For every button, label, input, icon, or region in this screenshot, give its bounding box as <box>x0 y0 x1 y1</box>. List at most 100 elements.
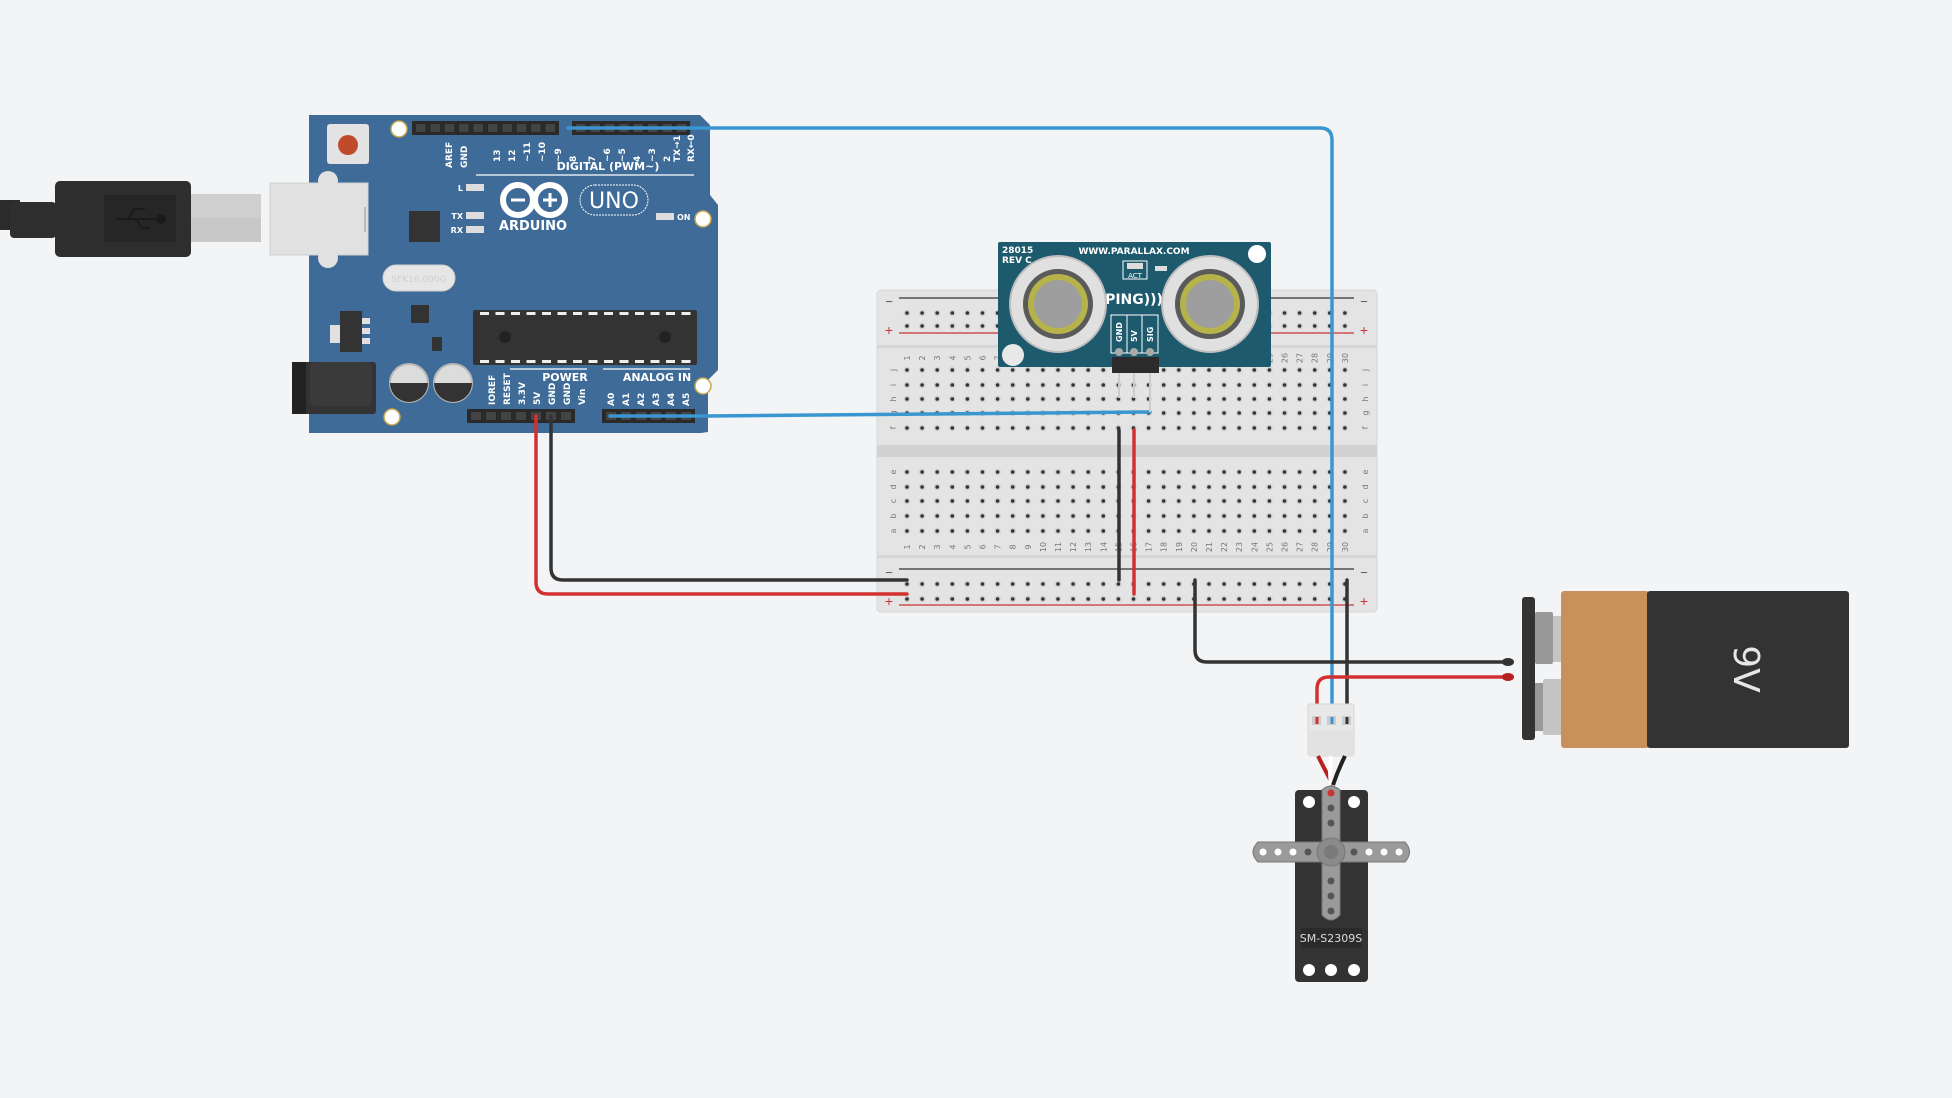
hole-dot <box>1222 383 1226 387</box>
column-number: 30 <box>1341 542 1350 552</box>
hole-dot <box>950 470 955 474</box>
usb-cable[interactable] <box>0 181 261 257</box>
hole-dot <box>965 499 970 503</box>
digital-header-left-socket[interactable] <box>473 124 483 132</box>
wire-a0-ping-sig[interactable] <box>608 410 1152 418</box>
power-pin-label: RESET <box>503 372 513 405</box>
wires[interactable] <box>534 126 1512 719</box>
hole-dot <box>1101 529 1106 533</box>
digital-header-left-socket[interactable] <box>430 124 440 132</box>
battery-9v[interactable]: 9V <box>1502 591 1849 748</box>
wire-battery-negative[interactable] <box>1193 578 1512 664</box>
hole-dot <box>1026 597 1030 601</box>
column-number: 5 <box>963 544 972 549</box>
power-header-socket[interactable] <box>561 412 571 420</box>
digital-header-left-socket[interactable] <box>444 124 455 132</box>
hole-dot <box>1312 529 1317 533</box>
hole-dot <box>1041 397 1045 401</box>
hole-dot <box>1282 485 1287 489</box>
hole-dot <box>935 499 939 503</box>
chip-pin <box>480 360 489 363</box>
column-number: 5 <box>963 355 972 360</box>
digital-pin-label: 7 <box>588 156 598 162</box>
hole-dot <box>1207 597 1211 601</box>
chip-pin <box>557 360 567 363</box>
battery-snap-connector[interactable] <box>1502 597 1563 740</box>
hole-dot <box>935 426 939 430</box>
hole-dot <box>1312 397 1317 401</box>
servo-horn[interactable] <box>1252 785 1410 921</box>
ping-pin-header[interactable] <box>1112 348 1159 412</box>
chip-pin <box>573 312 582 315</box>
chip-pin <box>604 312 613 315</box>
wire-5v-plus-rail[interactable] <box>534 414 909 596</box>
hole-dot <box>935 514 939 518</box>
column-number: 10 <box>1039 542 1048 552</box>
digital-header-left-socket[interactable] <box>516 124 527 132</box>
digital-header-left-socket[interactable] <box>545 124 555 132</box>
hole-dot <box>1222 597 1226 601</box>
hole-dot <box>980 368 985 372</box>
power-header[interactable] <box>467 409 575 423</box>
reset-button[interactable] <box>327 124 369 164</box>
chip-pin <box>542 360 551 363</box>
digital-header-left-socket[interactable] <box>488 124 498 132</box>
hole-dot <box>1222 368 1226 372</box>
servo-connector[interactable] <box>1307 703 1355 757</box>
act-led-frame <box>1122 260 1148 280</box>
hole-dot <box>905 368 909 372</box>
digital-pin-label: ~10 <box>538 142 548 162</box>
row-letter: i <box>889 384 898 386</box>
column-number: 8 <box>1009 544 1018 549</box>
hole-dot <box>920 383 924 387</box>
power-header-socket[interactable] <box>516 412 526 420</box>
chip-pin <box>588 312 598 315</box>
analog-in-label: ANALOG IN <box>623 371 691 384</box>
power-header-socket[interactable] <box>501 412 511 420</box>
hole-dot <box>1343 485 1347 489</box>
small-ic <box>411 305 429 323</box>
hole-dot <box>1071 470 1075 474</box>
hole-dot <box>1237 582 1241 586</box>
rail-plus-symbol: + <box>885 322 893 338</box>
hole-dot <box>1237 529 1241 533</box>
servo-motor[interactable]: SM-S2309S <box>1252 703 1410 982</box>
power-pin-label: 3.3V <box>518 382 528 405</box>
hole-dot <box>1192 383 1196 387</box>
breadboard[interactable]: − − + + − − + + 112233445566778899101011… <box>876 289 1378 613</box>
hole-dot <box>1056 397 1060 401</box>
hole-dot <box>1282 397 1287 401</box>
hole-dot <box>905 397 909 401</box>
dc-power-jack <box>292 362 376 414</box>
power-header-socket[interactable] <box>471 412 481 420</box>
hole-dot <box>995 514 1000 518</box>
digital-header-left-socket[interactable] <box>502 124 512 132</box>
power-header-socket[interactable] <box>486 412 496 420</box>
digital-pin-label: 2 <box>663 156 673 162</box>
power-pin-label: GND <box>548 383 558 405</box>
ping-ultrasonic-sensor[interactable]: 28015 REV C WWW.PARALLAX.COM ACT PING)))… <box>998 242 1271 412</box>
hole-dot <box>1237 383 1241 387</box>
column-number: 23 <box>1235 542 1244 552</box>
horn-hole <box>1327 804 1335 812</box>
digital-header-left-socket[interactable] <box>459 124 469 132</box>
digital-header-left-socket[interactable] <box>531 124 541 132</box>
hole-dot <box>1237 470 1241 474</box>
wire-battery-positive[interactable] <box>1315 675 1512 719</box>
column-number: 27 <box>1296 542 1305 552</box>
hole-dot <box>905 499 909 503</box>
hole-dot <box>995 368 1000 372</box>
hole-dot <box>1177 470 1181 474</box>
hole-dot <box>1297 597 1302 601</box>
hole-dot <box>1146 582 1151 586</box>
digital-header-left-socket[interactable] <box>416 124 426 132</box>
column-number: 3 <box>933 544 942 549</box>
hole-dot <box>995 499 1000 503</box>
wire-gnd-minus-rail[interactable] <box>549 414 909 582</box>
hole-dot <box>935 324 939 328</box>
hole-dot <box>1297 470 1302 474</box>
wire-pin9-servo-signal[interactable] <box>566 126 1334 719</box>
horn-hole <box>1365 848 1373 856</box>
